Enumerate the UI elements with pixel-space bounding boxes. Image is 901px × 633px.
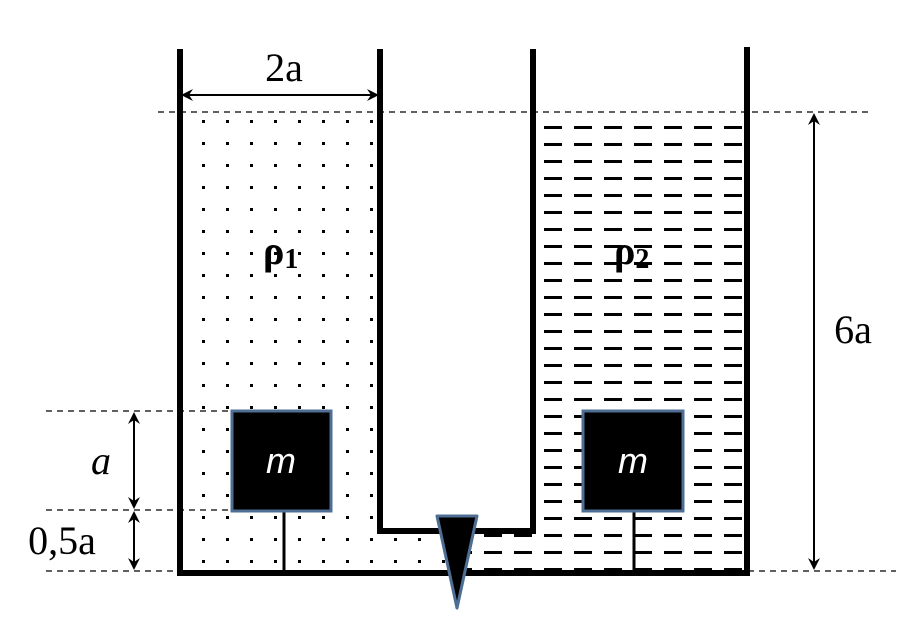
gap-label: 0,5a (28, 518, 96, 563)
left-mass-block (230, 409, 333, 513)
left-mass-label: m (266, 440, 296, 481)
liquid-bottom-connector-left (182, 533, 452, 571)
height-dimension-label: 6a (834, 307, 872, 352)
liquid-bottom-connector-right (462, 533, 542, 571)
left-density-label: ρ1 (263, 228, 298, 275)
valve-icon (435, 514, 479, 610)
right-density-label: ρ2 (614, 228, 649, 275)
right-mass-block (581, 409, 685, 513)
block-height-label: a (91, 438, 111, 483)
right-mass-label: m (618, 440, 648, 481)
width-dimension-label: 2a (265, 45, 303, 90)
